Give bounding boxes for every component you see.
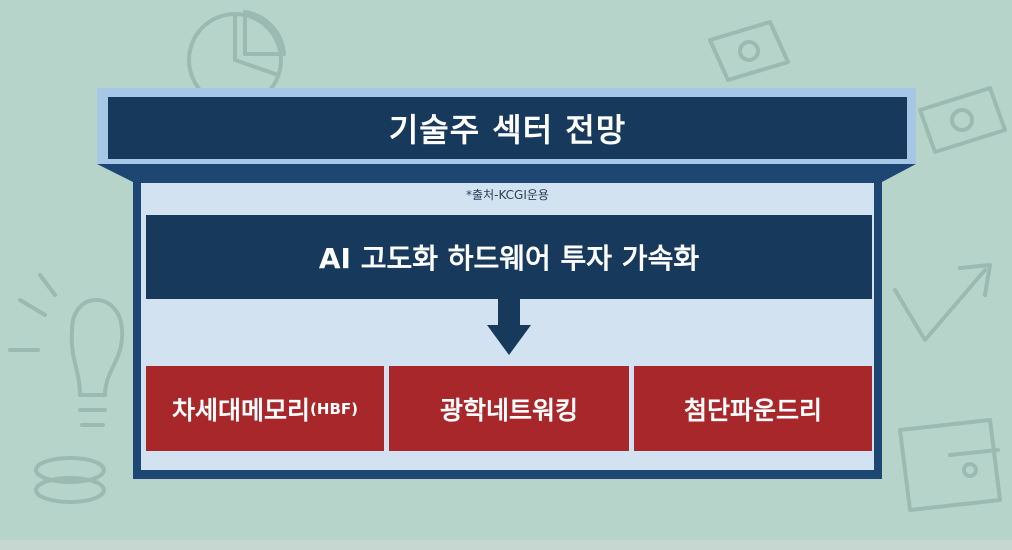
bottom-strip <box>0 540 1012 550</box>
category-box-optical: 광학네트워킹 <box>389 366 629 451</box>
headline-banner: AI 고도화 하드웨어 투자 가속화 <box>146 215 872 299</box>
coin-icon <box>34 456 106 504</box>
source-note: *출처-KCGI운용 <box>466 188 549 202</box>
money-bill-icon <box>918 86 1007 154</box>
down-arrow-icon <box>498 299 520 326</box>
category-label: 첨단파운드리 <box>683 395 822 425</box>
category-box-foundry: 첨단파운드리 <box>634 366 872 451</box>
category-label: 광학네트워킹 <box>439 395 578 425</box>
category-label: 차세대메모리 <box>172 395 311 425</box>
down-arrow-head <box>487 325 531 355</box>
light-bulb-icon <box>8 273 125 427</box>
money-bill-icon <box>708 20 790 82</box>
page-title: 기술주 섹터 전망 <box>108 97 907 159</box>
category-suffix: (HBF) <box>310 399 358 418</box>
category-box-memory: 차세대메모리(HBF) <box>146 366 384 451</box>
trend-arrow-icon <box>893 263 992 342</box>
wallet-icon <box>898 418 1002 512</box>
